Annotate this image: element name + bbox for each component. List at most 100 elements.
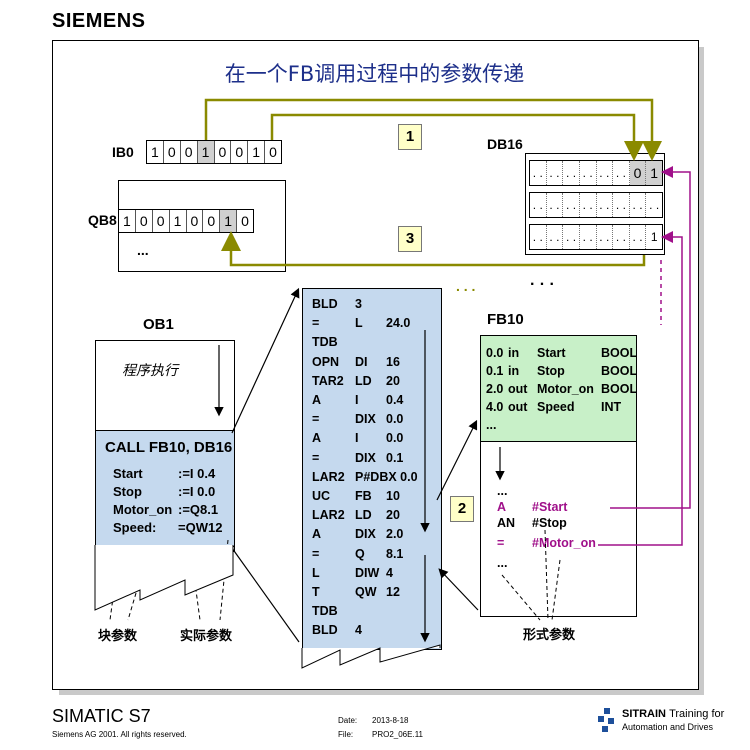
db16-cell: . . — [613, 225, 630, 249]
db16-cell: . . — [630, 225, 647, 249]
code-address: 20 — [386, 508, 400, 523]
fb10-declaration — [480, 335, 637, 442]
register-bit: 0 — [215, 141, 232, 163]
code-op: = — [312, 450, 320, 465]
file-value: PRO2_06E.11 — [372, 730, 423, 739]
code-op: A — [312, 527, 322, 542]
register-bit: 0 — [181, 141, 198, 163]
code-address: 2.0 — [386, 527, 404, 542]
register-bit: 1 — [248, 141, 266, 163]
ob1-torn-edge — [94, 545, 234, 611]
db16-cell: 1 — [646, 161, 662, 185]
code-op: LAR2 — [312, 508, 345, 523]
call-into-fb10 — [436, 419, 478, 501]
db16-cell: . . — [649, 198, 660, 212]
olive-arrow-db16-qb8 — [221, 231, 646, 267]
program-exec-label: 程序执行 — [122, 362, 178, 378]
code-address: 4 — [386, 565, 393, 580]
fb10-decl-field: out — [508, 400, 528, 414]
fb10-body-operand: #Start — [532, 500, 568, 514]
code-operand: I — [355, 431, 359, 446]
code-op: A — [312, 393, 322, 407]
code-address: 12 — [386, 585, 400, 599]
code-address: 0.1 — [386, 450, 404, 465]
code-op: LAR2 — [312, 469, 345, 484]
return-from-fb10 — [438, 568, 479, 611]
db16-cell: . . — [547, 161, 564, 185]
param-value: :=I 0.0 — [178, 484, 216, 499]
param-name: Stop — [113, 484, 142, 499]
olive-arrow-ib0-bit7 — [270, 113, 644, 161]
call-statement: CALL FB10, DB16 — [105, 439, 233, 456]
db16-cell: 0 — [629, 161, 647, 185]
code-op: UC — [312, 489, 331, 503]
code-op: = — [312, 546, 320, 561]
ib0-label: IB0 — [112, 144, 134, 160]
db16-cell: . . — [563, 193, 580, 217]
db16-more-right: · · · — [530, 276, 555, 293]
siemens-logo: SIEMENS — [52, 10, 146, 32]
register-bit: 1 — [197, 141, 215, 163]
param-value: :=I 0.4 — [178, 466, 216, 481]
param-name: Start — [113, 466, 143, 481]
code-operand: 3 — [355, 297, 362, 311]
code-operand: FB — [355, 489, 372, 503]
actual-params-label: 实际参数 — [180, 628, 233, 643]
code-operand: 4 — [355, 623, 362, 638]
code-op: = — [312, 316, 320, 331]
date-label: Date: — [338, 716, 358, 725]
register-bit: 1 — [147, 141, 164, 163]
formal-params-dashes — [501, 529, 561, 621]
code-address: 0.4 — [386, 393, 404, 407]
db16-cell: . . — [580, 225, 597, 249]
step-2-box: 2 — [450, 496, 474, 522]
db16-cell: . . — [563, 225, 580, 249]
step-3-box: 3 — [398, 226, 422, 252]
fb10-decl-field: Stop — [537, 364, 565, 378]
db16-cell: . . — [597, 161, 614, 185]
fb10-body-op: AN — [497, 516, 516, 530]
db16-cell: . . — [530, 161, 547, 185]
fb10-body-operand: #Stop — [532, 516, 567, 530]
code-address: 20 — [386, 373, 400, 388]
fb10-label: FB10 — [487, 311, 524, 328]
fb10-decl-field: 2.0 — [486, 382, 504, 396]
register-bit: 0 — [164, 141, 181, 163]
db16-row: . .. .. .. .. .. .. .. . — [529, 192, 663, 218]
param-name: Speed: — [113, 520, 157, 535]
fb10-decl-field: 0.0 — [486, 346, 504, 360]
copyright: Siemens AG 2001. All rights reserved. — [52, 730, 187, 739]
fb10-decl-field: Motor_on — [537, 382, 594, 396]
code-op: = — [312, 412, 320, 427]
code-address: 0.0 — [386, 412, 404, 427]
fb10-decl-field: INT — [601, 400, 622, 414]
db16-cell: . . — [547, 225, 564, 249]
db16-cell: . . — [530, 225, 547, 249]
code-operand: I — [355, 393, 359, 407]
fb10-body-op: ... — [497, 556, 508, 570]
code-op: BLD — [312, 297, 338, 311]
code-operand: LD — [355, 508, 372, 523]
db16-cell: . . — [613, 161, 630, 185]
code-operand: LD — [355, 373, 372, 388]
fb10-decl-field: in — [508, 364, 520, 378]
code-operand: L — [355, 316, 363, 331]
register-bit: 0 — [187, 210, 204, 232]
fb10-decl-field: BOOL — [601, 364, 638, 378]
magenta-arrow-motor-on — [598, 231, 683, 546]
code-op: OPN — [312, 354, 340, 369]
code-address: 16 — [386, 354, 400, 369]
fb10-decl-field: in — [508, 346, 520, 360]
ob1-label: OB1 — [143, 316, 174, 333]
qb8-label: QB8 — [88, 212, 117, 228]
sitrain-brand: SITRAIN Training for — [622, 708, 724, 720]
code-address: 0.0 — [386, 431, 404, 446]
register-bit: 1 — [119, 210, 136, 232]
code-address: 24.0 — [386, 316, 411, 331]
db16-cell: . . — [630, 193, 647, 217]
code-op: TAR2 — [312, 373, 344, 388]
